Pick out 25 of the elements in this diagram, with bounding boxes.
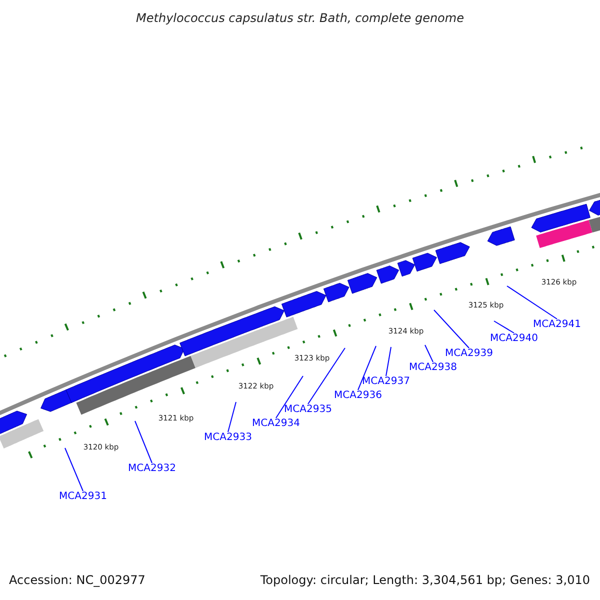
leader-line (276, 376, 304, 418)
gene-label: MCA2936 (334, 391, 382, 401)
gene-label: MCA2937 (362, 377, 410, 387)
gene-label: MCA2934 (252, 419, 300, 429)
title: Methylococcus capsulatus str. Bath, complete genome (136, 10, 464, 27)
gene-label: MCA2938 (409, 363, 457, 373)
genome-info-label: Topology: circular; Length: 3,304,561 bp; Genes: 3,010 (260, 574, 590, 586)
gene-label: MCA2941 (533, 320, 581, 330)
leader-line (228, 402, 236, 432)
leader-line (434, 310, 470, 348)
gene-label: MCA2935 (284, 405, 332, 415)
leader-line (308, 348, 346, 404)
leader-line (386, 346, 392, 376)
leader-line (424, 344, 434, 362)
gene-label: MCA2931 (59, 492, 107, 502)
gene-label: MCA2932 (128, 464, 176, 474)
gene-label: MCA2939 (445, 349, 493, 359)
leader-line (358, 346, 376, 390)
gene-label: MCA2940 (490, 334, 538, 344)
gene-label: MCA2933 (204, 433, 252, 443)
leader-line (494, 320, 514, 334)
accession-label: Accession: NC_002977 (9, 574, 146, 586)
leader-line (64, 448, 84, 492)
leader-line (134, 420, 152, 464)
leader-line (506, 286, 558, 320)
